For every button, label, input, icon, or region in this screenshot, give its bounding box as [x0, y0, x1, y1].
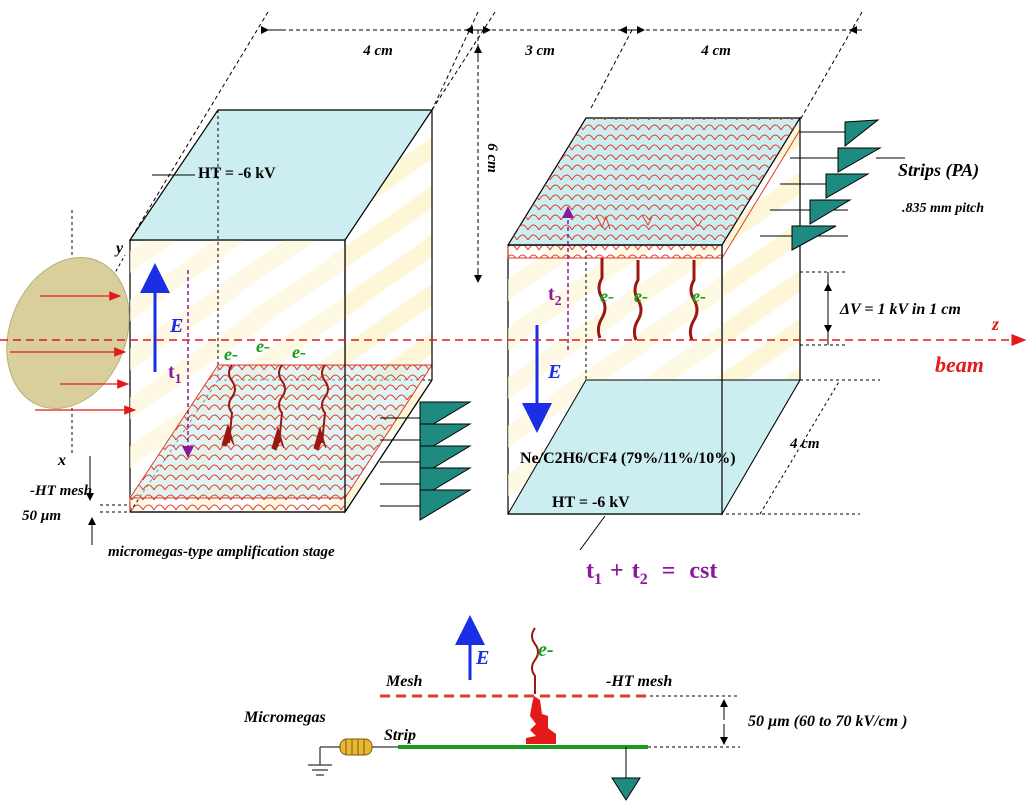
bottom-electron-track	[531, 627, 539, 694]
strip-line	[398, 745, 740, 801]
dimension-lines	[129, 11, 863, 282]
micromegas-label: Micromegas	[243, 709, 326, 726]
electron-label-right-3: e-	[692, 286, 706, 306]
strip-label: Strip	[384, 727, 416, 744]
beam-disk	[6, 256, 137, 415]
time-label-right: t2	[548, 283, 562, 309]
dim-4cm-depth: 4 cm	[789, 436, 820, 452]
right-chamber	[506, 116, 802, 516]
gap-label-left: 50 µm	[22, 508, 61, 524]
left-chamber	[128, 108, 434, 514]
beam-label: beam	[935, 352, 984, 377]
ht-label-right: HT = -6 kV	[552, 494, 630, 511]
deltav-marker	[800, 271, 848, 346]
axis-x-label: x	[57, 452, 66, 469]
axis-z-label: z	[991, 314, 999, 334]
gap-label-bottom: 50 µm (60 to 70 kV/cm )	[748, 713, 907, 730]
electron-tracks-left	[221, 364, 329, 451]
mesh-label-left: -HT mesh	[30, 483, 92, 499]
ht-mesh-label: -HT mesh	[606, 673, 672, 690]
gap-marker-left	[86, 456, 130, 545]
bottom-field-label: E	[475, 647, 489, 669]
electron-label-left-1: e-	[224, 344, 238, 364]
gas-label: Ne/C2H6/CF4 (79%/11%/10%)	[520, 450, 736, 467]
time-equation: t1+t2=cst	[586, 558, 717, 588]
ht-leader-right	[579, 515, 606, 551]
dim-4cm-left: 4 cm	[362, 43, 393, 59]
dim-6cm: 6 cm	[484, 143, 500, 173]
dimension-arrowheads	[261, 26, 862, 283]
field-label-left: E	[169, 315, 183, 337]
electron-label-left-2: e-	[256, 336, 270, 356]
avalanche	[526, 696, 556, 744]
stage-label: micromegas-type amplification stage	[108, 544, 335, 560]
dim-4cm-right: 4 cm	[700, 43, 731, 59]
depth-dimension	[720, 379, 880, 515]
amplifiers-right	[760, 119, 905, 251]
electron-label-right-1: e-	[600, 286, 614, 306]
electron-label-right-2: e-	[634, 286, 648, 306]
strips-label: Strips (PA)	[898, 160, 979, 181]
resistor-ground	[308, 738, 398, 776]
deltav-label: ΔV = 1 kV in 1 cm	[839, 301, 961, 318]
mesh-label: Mesh	[385, 673, 423, 690]
pitch-label: .835 mm pitch	[902, 201, 984, 216]
electron-tracks-right	[595, 214, 703, 341]
axis-y-label: y	[114, 240, 124, 257]
dim-3cm: 3 cm	[524, 43, 555, 59]
field-label-right: E	[547, 361, 561, 383]
time-label-left: t1	[168, 361, 182, 387]
ht-label-left: HT = -6 kV	[198, 165, 276, 182]
amplifiers-left	[380, 401, 472, 521]
bottom-electron-label: e-	[538, 639, 554, 661]
electron-label-left-3: e-	[292, 342, 306, 362]
